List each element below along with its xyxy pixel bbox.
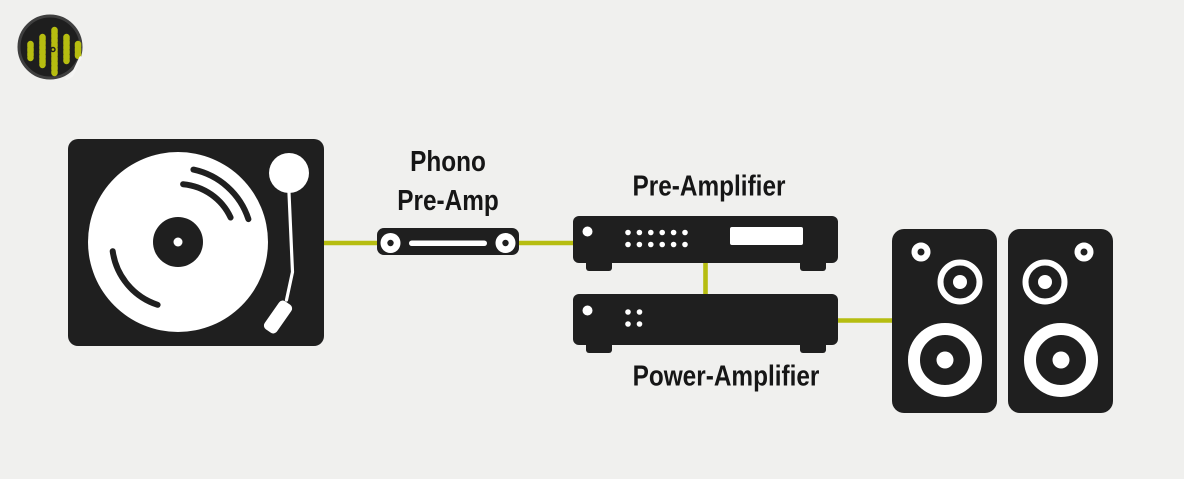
pre-amplifier-power-button — [582, 226, 593, 237]
pre-amplifier-display — [730, 227, 803, 245]
speaker-left-tweeter — [911, 242, 931, 262]
phono-preamp-slot — [409, 240, 487, 246]
speaker-left-woofer-cap — [936, 351, 954, 369]
phono-preamp-label-line2: Pre-Amp — [397, 185, 499, 217]
power-amplifier-body — [573, 294, 838, 345]
speaker-right-woofer — [1024, 323, 1098, 397]
pre-amplifier-icon — [573, 216, 838, 271]
speaker-left-mid-cap — [953, 275, 967, 289]
speaker-left-mid-driver — [937, 259, 983, 305]
record-grooves — [109, 166, 252, 308]
turntable-icon — [68, 139, 324, 346]
speaker-right-mid-cap — [1038, 275, 1052, 289]
record-spindle — [173, 237, 183, 247]
speaker-right-tweeter — [1074, 242, 1094, 262]
speaker-right-mid-driver — [1022, 259, 1068, 305]
speakers-icon — [892, 229, 1113, 413]
power-amplifier-icon — [573, 294, 838, 353]
signal-wires — [318, 240, 896, 323]
power-amplifier-control-dots — [625, 309, 643, 327]
tonearm-cartridge — [263, 300, 293, 334]
speaker-right — [1008, 229, 1113, 413]
speaker-left — [892, 229, 997, 413]
soundwave-logo-icon — [17, 14, 83, 81]
logo-center-dot — [50, 46, 56, 53]
power-amplifier-label: Power-Amplifier — [632, 360, 820, 393]
speaker-left-woofer — [908, 323, 982, 397]
tonearm — [284, 191, 295, 302]
phono-preamp-label: Phono Pre-Amp — [397, 143, 499, 221]
phono-preamp-icon — [377, 228, 519, 255]
logo-tonearm-stroke — [65, 56, 82, 81]
pre-amplifier-label: Pre-Amplifier — [632, 170, 786, 203]
speaker-right-woofer-cap — [1052, 351, 1070, 369]
tonearm-base — [269, 153, 309, 193]
phono-preamp-input-pin — [387, 239, 394, 247]
pre-amplifier-control-dots — [625, 229, 688, 248]
phono-preamp-label-line1: Phono — [410, 146, 486, 178]
phono-preamp-output-pin — [502, 239, 509, 247]
power-amplifier-power-button — [582, 305, 593, 316]
